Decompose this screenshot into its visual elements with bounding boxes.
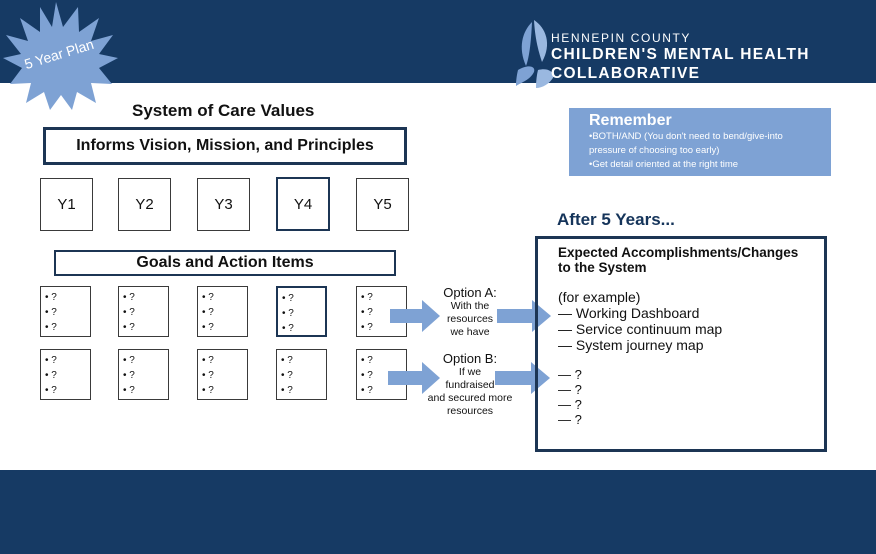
goal-bullet: • ? — [361, 370, 373, 381]
after-title: After 5 Years... — [557, 210, 675, 229]
goal-bullet: • ? — [361, 385, 373, 396]
option-b-line: If we — [458, 366, 482, 378]
goal-bullet: • ? — [45, 370, 57, 381]
starburst-shape — [3, 2, 118, 110]
goal-bullet: • ? — [282, 308, 294, 319]
informs-box: Informs Vision, Mission, and Principles — [43, 127, 407, 165]
goals-box: Goals and Action Items — [54, 250, 396, 276]
year-label: Y4 — [293, 195, 313, 213]
goal-bullet: • ? — [123, 370, 135, 381]
option-b-line: resources — [446, 405, 494, 417]
expected-placeholder: — ? — [558, 382, 582, 397]
option-a-line: With the — [450, 300, 490, 312]
goal-bullet: • ? — [45, 322, 57, 333]
year-box-5: Y5 — [356, 178, 409, 231]
goal-bullet: • ? — [45, 355, 57, 366]
goal-bullet: • ? — [361, 355, 373, 366]
goal-box: • ? • ? • ? — [276, 349, 327, 400]
goal-bullet: • ? — [282, 323, 294, 334]
goal-bullet: • ? — [202, 307, 214, 318]
expected-box: Expected Accomplishments/Changes to the … — [535, 236, 827, 452]
goal-bullet: • ? — [45, 307, 57, 318]
year-box-2: Y2 — [118, 178, 171, 231]
goal-bullet: • ? — [202, 355, 214, 366]
goal-bullet: • ? — [281, 385, 293, 396]
year-box-3: Y3 — [197, 178, 250, 231]
expected-item: — Working Dashboard — [558, 305, 700, 321]
goal-bullet: • ? — [45, 385, 57, 396]
org-name-line3: COLLABORATIVE — [551, 65, 701, 82]
goal-bullet: • ? — [202, 322, 214, 333]
header-bar — [0, 0, 876, 83]
org-name-line1: HENNEPIN COUNTY — [551, 31, 692, 45]
goal-bullet: • ? — [123, 322, 135, 333]
goal-box: • ? • ? • ? — [40, 349, 91, 400]
expected-placeholder: — ? — [558, 367, 582, 382]
expected-placeholder: — ? — [558, 412, 582, 427]
expected-item: — System journey map — [558, 337, 704, 353]
option-a-title: Option A: — [443, 285, 497, 300]
goal-bullet: • ? — [202, 370, 214, 381]
goal-bullet: • ? — [361, 322, 373, 333]
goal-bullet: • ? — [123, 307, 135, 318]
goal-bullet: • ? — [202, 385, 214, 396]
values-title: System of Care Values — [132, 101, 315, 120]
goal-bullet: • ? — [361, 292, 373, 303]
goal-box: • ? • ? • ? — [40, 286, 91, 337]
goal-bullet: • ? — [281, 355, 293, 366]
goal-bullet: • ? — [281, 370, 293, 381]
goal-bullet: • ? — [123, 385, 135, 396]
expected-heading: Expected Accomplishments/Changes — [558, 245, 799, 260]
goal-box: • ? • ? • ? — [118, 349, 169, 400]
remember-title: Remember — [589, 112, 672, 129]
goal-box: • ? • ? • ? — [197, 286, 248, 337]
year-label: Y3 — [214, 196, 233, 213]
expected-heading: to the System — [558, 260, 647, 275]
year-label: Y1 — [57, 196, 76, 213]
remember-line: •Get detail oriented at the right time — [589, 159, 739, 170]
year-label: Y2 — [135, 196, 154, 213]
option-a-line: resources — [446, 313, 494, 325]
footer-bar — [0, 470, 876, 554]
org-name-line2: CHILDREN'S MENTAL HEALTH — [551, 46, 810, 63]
goal-bullet: • ? — [45, 292, 57, 303]
goal-box: • ? • ? • ? — [197, 349, 248, 400]
arrow-a-left — [390, 300, 440, 332]
remember-line: pressure of choosing too early) — [589, 145, 720, 156]
year-box-4: Y4 — [276, 177, 330, 231]
goal-bullet: • ? — [202, 292, 214, 303]
spacer — [558, 275, 824, 289]
expected-item: — Service continuum map — [558, 321, 723, 337]
spacer — [558, 353, 824, 367]
remember-box: Remember •BOTH/AND (You don't need to be… — [569, 108, 831, 176]
goal-box: • ? • ? • ? — [276, 286, 327, 337]
remember-line: •BOTH/AND (You don't need to bend/give-i… — [589, 131, 783, 142]
goal-bullet: • ? — [282, 293, 294, 304]
informs-label: Informs Vision, Mission, and Principles — [76, 137, 374, 154]
year-label: Y5 — [373, 196, 392, 213]
arrow-b-left — [388, 362, 440, 394]
option-a: Option A: With the resources we have — [435, 285, 505, 339]
option-b-line: fundraised — [445, 379, 495, 391]
butterfly-logo-icon — [516, 20, 554, 88]
goal-bullet: • ? — [123, 292, 135, 303]
expected-example: (for example) — [558, 289, 641, 305]
goal-box: • ? • ? • ? — [118, 286, 169, 337]
expected-placeholder: — ? — [558, 397, 582, 412]
option-b: Option B: If we fundraised and secured m… — [420, 351, 520, 418]
year-box-1: Y1 — [40, 178, 93, 231]
goal-bullet: • ? — [361, 307, 373, 318]
goals-label: Goals and Action Items — [136, 254, 314, 271]
goal-bullet: • ? — [123, 355, 135, 366]
option-b-title: Option B: — [442, 351, 498, 366]
option-b-line: and secured more — [427, 392, 513, 404]
starburst-badge — [3, 2, 118, 110]
option-a-line: we have — [450, 326, 490, 338]
